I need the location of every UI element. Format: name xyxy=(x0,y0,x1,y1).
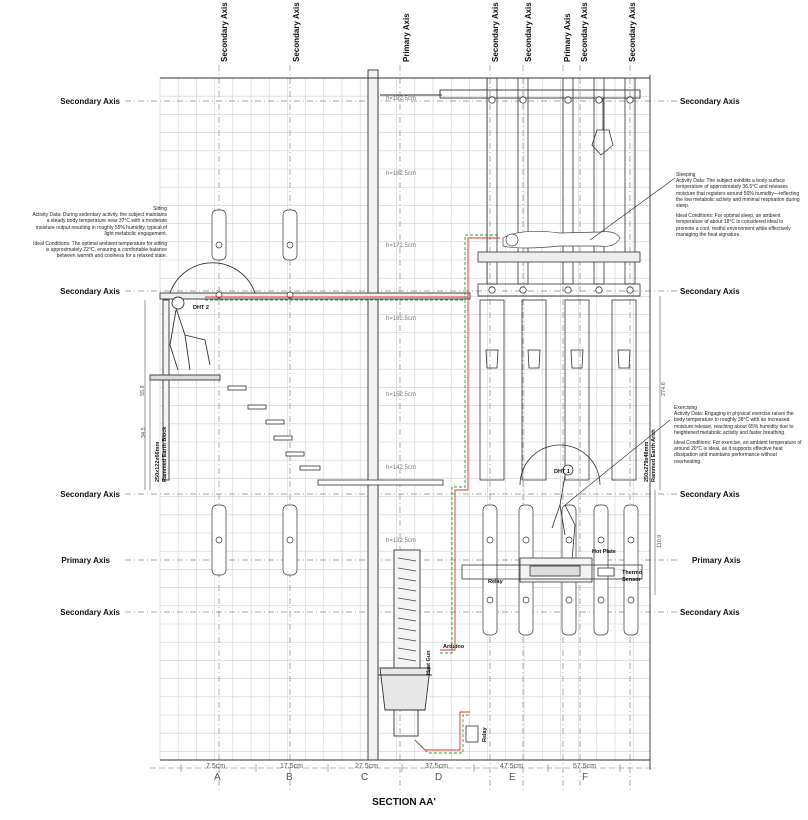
column-label: C xyxy=(361,772,369,783)
sitting-note-ideal: Ideal Conditions: The optimal ambient te… xyxy=(33,241,167,260)
sitting-note-heading: Sitting xyxy=(153,206,167,212)
exercising-note-activity: Activity Data: Engaging in physical exer… xyxy=(674,411,794,436)
rammed-earth-block-label: Rammed Earth Block xyxy=(162,426,168,482)
top-axis-label: Primary Axis xyxy=(563,13,572,62)
vertical-dimension: 34.5 xyxy=(141,427,147,438)
thermo-sensor-label: Thermo xyxy=(622,570,643,576)
heat-gun-fin xyxy=(397,637,417,642)
hot-plate-label: Hot Plate xyxy=(592,549,616,555)
right-axis-label: Primary Axis xyxy=(692,556,741,565)
heat-gun-fins xyxy=(397,557,417,662)
left-axis-label: Secondary Axis xyxy=(60,490,120,499)
heat-gun-fin xyxy=(397,557,417,562)
heat-gun-fin xyxy=(397,627,417,632)
vertical-dimension: 55.9 xyxy=(140,385,146,396)
height-label: h=152.5cm xyxy=(386,392,416,398)
vertical-dimension: 274.6 xyxy=(661,382,667,396)
wiring xyxy=(205,234,500,754)
heat-gun-fin xyxy=(397,567,417,572)
exercising-note-heading: Exercising xyxy=(674,405,698,411)
column-bolts xyxy=(215,241,635,604)
bottom-dimension: 7.5cm xyxy=(206,763,226,770)
height-label: h=162.5cm xyxy=(386,316,416,322)
left-axis-label: Primary Axis xyxy=(61,556,110,565)
height-label: h=182.5cm xyxy=(386,171,416,177)
heat-gun-assembly xyxy=(378,549,432,737)
bottom-dimension: 37.5cm xyxy=(425,763,448,770)
relay-label: Relay xyxy=(482,727,488,742)
heat-gun-label: Heat Gun xyxy=(426,650,432,675)
top-axis-label: Secondary Axis xyxy=(580,2,589,62)
arduino-label: Arduino xyxy=(443,644,465,650)
top-axis-label: Secondary Axis xyxy=(524,2,533,62)
bottom-dimension-ticks xyxy=(150,764,655,772)
left-axis-label: Secondary Axis xyxy=(60,97,120,106)
vertical-dims xyxy=(144,296,661,595)
heat-gun-fin xyxy=(397,577,417,582)
vertical-dimension: 110.9 xyxy=(657,534,663,548)
bottom-dimension: 17.5cm xyxy=(280,763,303,770)
sleeping-note: Sleeping Activity Data: The subject exhi… xyxy=(676,172,802,242)
frame-bolts xyxy=(488,96,634,294)
right-axis-label: Secondary Axis xyxy=(680,287,740,296)
right-fins xyxy=(479,299,637,481)
callout-leaders xyxy=(564,177,676,506)
sleeping-note-activity: Activity Data: The subject exhibits a bo… xyxy=(676,178,800,210)
relay-label: Relay xyxy=(488,579,503,585)
rammed-earth-arch-label: Rammed Earth Arch xyxy=(651,429,657,482)
right-axis-label: Secondary Axis xyxy=(680,490,740,499)
top-axis-label: Primary Axis xyxy=(402,13,411,62)
top-axis-label: Secondary Axis xyxy=(220,2,229,62)
relay-box xyxy=(465,725,479,743)
heat-gun-fin xyxy=(397,607,417,612)
top-axis-label: Secondary Axis xyxy=(628,2,637,62)
sleeping-note-heading: Sleeping xyxy=(676,172,696,178)
heat-gun-fin xyxy=(397,647,417,652)
bottom-dimension: 57.5cm xyxy=(573,763,596,770)
top-axis-label: Secondary Axis xyxy=(491,2,500,62)
section-title: SECTION AA' xyxy=(372,797,436,808)
left-axis-label: Secondary Axis xyxy=(60,608,120,617)
heat-gun-fin xyxy=(397,587,417,592)
sitting-note: Sitting Activity Data: During sedentary … xyxy=(32,206,167,264)
column-label: E xyxy=(509,772,516,783)
column-label: D xyxy=(435,772,443,783)
rammed-earth-arch-label: 250x279x48mm xyxy=(644,441,650,482)
sleeping-figure xyxy=(502,231,621,249)
thermo-sensor-label: Sensor xyxy=(622,577,641,583)
height-label: h=192.5cm xyxy=(386,96,416,102)
heat-gun-fin xyxy=(397,657,417,662)
sleeping-frame xyxy=(477,77,641,297)
right-axis-label: Secondary Axis xyxy=(680,608,740,617)
column-label: B xyxy=(286,772,293,783)
heat-gun-fin xyxy=(397,617,417,622)
stair-blocks xyxy=(227,385,444,486)
right-axis-label: Secondary Axis xyxy=(680,97,740,106)
rammed-earth-block-label: 250x122x66mm xyxy=(155,441,161,482)
heat-gun-fin xyxy=(397,597,417,602)
bottom-dimension: 47.5cm xyxy=(500,763,523,770)
left-axis-label: Secondary Axis xyxy=(60,287,120,296)
sleeping-note-ideal: Ideal Conditions: For optimal sleep, an … xyxy=(676,213,791,238)
exercise-dome xyxy=(519,444,601,561)
bottom-dimension: 27.5cm xyxy=(355,763,378,770)
height-label: h=132.5cm xyxy=(386,538,416,544)
height-label: h=142.5cm xyxy=(386,465,416,471)
height-label: h=172.5cm xyxy=(386,243,416,249)
exercising-note-ideal: Ideal Conditions: For exercise, an ambie… xyxy=(674,440,802,465)
hot-plate-assembly xyxy=(461,557,643,583)
sitting-note-activity: Activity Data: During sedentary activity… xyxy=(32,212,167,237)
column-label: A xyxy=(214,772,221,783)
column-label: F xyxy=(582,772,589,783)
sitting-platform xyxy=(149,262,471,481)
exercising-note: Exercising Activity Data: Engaging in ph… xyxy=(674,405,802,469)
dht2-label: DHT 2 xyxy=(193,305,209,311)
dht1-label: DHT 1 xyxy=(554,469,570,475)
top-axis-label: Secondary Axis xyxy=(292,2,301,62)
